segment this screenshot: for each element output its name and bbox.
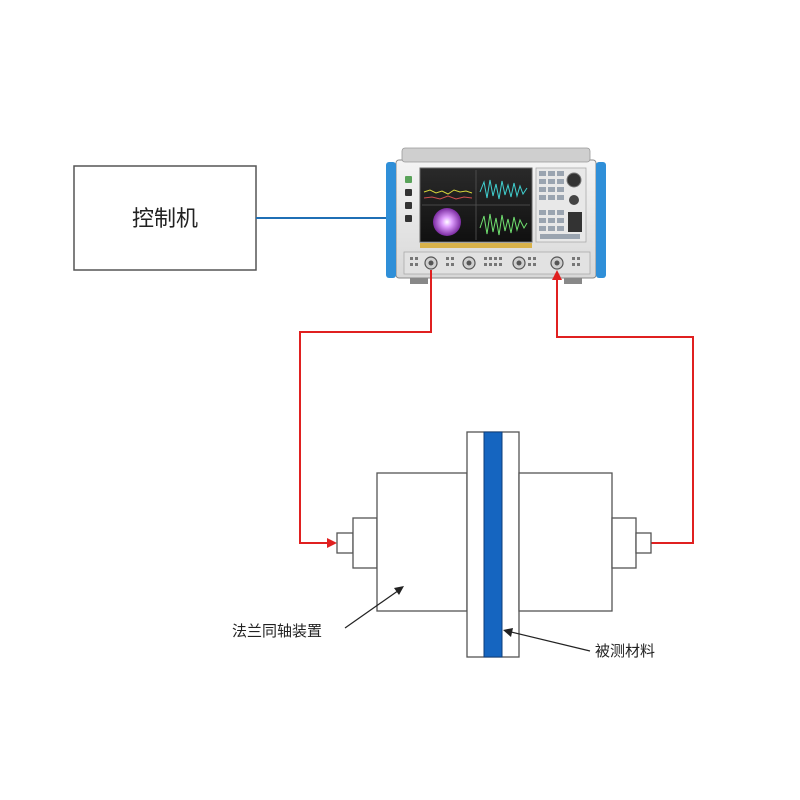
right-connector [611, 517, 637, 569]
analyzer-top-panel [401, 147, 591, 163]
right-connector-tip [635, 532, 652, 554]
screen-trace [423, 195, 473, 200]
arrow-head [327, 538, 337, 548]
analyzer-panel-dots [410, 257, 580, 266]
sample-label: 被测材料 [595, 642, 655, 660]
left-connector-tip [336, 532, 354, 554]
analyzer-foot [410, 278, 428, 284]
arrow-head [552, 270, 562, 280]
screen-trace [479, 213, 528, 236]
controller-frame [73, 165, 257, 271]
controller-box: 控制机 [73, 165, 257, 271]
analyzer-button [405, 215, 412, 222]
analyzer-foot [564, 278, 582, 284]
fixture-pointer [344, 587, 403, 629]
controller-label: 控制机 [132, 207, 198, 232]
left-connector [352, 517, 378, 569]
analyzer-knob [566, 172, 582, 188]
arrow-head [503, 628, 513, 637]
analyzer-knob [569, 195, 579, 205]
vector-network-analyzer-icon [386, 147, 606, 284]
analyzer-softkey-bar [420, 243, 532, 248]
sample-pointer [506, 630, 591, 652]
sample-material [483, 431, 503, 658]
rf-cable-right [556, 278, 694, 544]
analyzer-dial-pad [568, 212, 582, 232]
rf-cable-left [299, 270, 432, 544]
left-coax-body [376, 472, 468, 612]
right-coax-body [518, 472, 613, 612]
analyzer-button [405, 202, 412, 209]
analyzer-right-rail [596, 162, 606, 278]
analyzer-left-rail [386, 162, 396, 278]
screen-trace [479, 179, 528, 200]
arrow-head [394, 586, 404, 595]
analyzer-keys [539, 171, 580, 239]
smith-chart-blob [433, 208, 461, 236]
analyzer-button [405, 189, 412, 196]
flange-coaxial-fixture [336, 431, 652, 658]
fixture-label: 法兰同轴装置 [232, 622, 322, 640]
analyzer-button [405, 176, 412, 183]
screen-trace [423, 189, 473, 195]
